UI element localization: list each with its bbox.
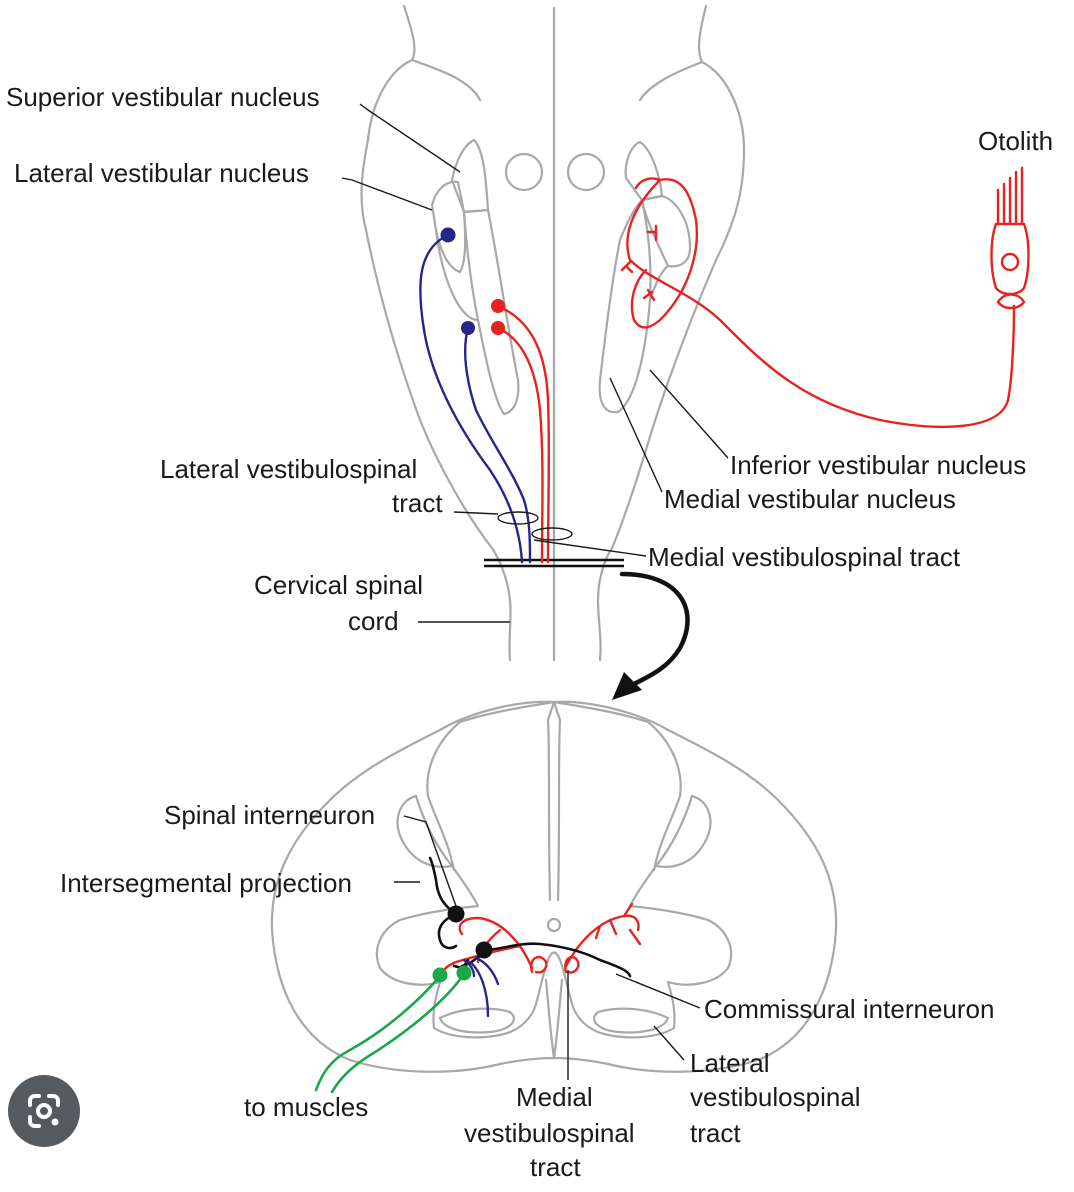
label-superior-vestibular-nucleus: Superior vestibular nucleus — [6, 82, 320, 112]
label-commissural-interneuron: Commissural interneuron — [704, 994, 994, 1024]
label-medial-vestibular-nucleus: Medial vestibular nucleus — [664, 484, 956, 514]
section-arrow — [612, 571, 690, 700]
label-spinal-interneuron: Spinal interneuron — [164, 800, 375, 830]
leader-lines — [341, 103, 729, 1080]
label-inferior-vestibular-nucleus: Inferior vestibular nucleus — [730, 450, 1026, 480]
commissural-interneuron-cell-body — [475, 941, 493, 959]
label-to-muscles: to muscles — [244, 1092, 368, 1122]
motor-neuron-cell-body — [432, 967, 448, 983]
lens-search-button[interactable] — [8, 1075, 80, 1147]
label-bottom-medial-2: vestibulospinal — [464, 1118, 635, 1148]
label-bottom-medial-3: tract — [530, 1152, 581, 1182]
lateral-nucleus-cell-body — [461, 321, 475, 335]
label-otolith: Otolith — [978, 126, 1053, 156]
medial-nucleus-cell-body — [491, 299, 505, 313]
label-lateral-vestibulospinal-tract-2: tract — [392, 488, 443, 518]
label-lateral-vestibular-nucleus: Lateral vestibular nucleus — [14, 158, 309, 188]
lateral-tract-neurons — [419, 227, 532, 564]
label-cervical-spinal-cord-1: Cervical spinal — [254, 570, 423, 600]
medial-nucleus-cell-body — [491, 321, 505, 335]
label-medial-vestibulospinal-tract: Medial vestibulospinal tract — [648, 542, 961, 572]
medial-tract-neurons — [491, 299, 551, 564]
label-cervical-spinal-cord-2: cord — [348, 606, 399, 636]
label-lateral-vestibulospinal-tract-1: Lateral vestibulospinal — [160, 454, 417, 484]
spinal-cord-cross-section — [270, 700, 838, 1073]
spinal-interneuron-cell-body — [447, 905, 465, 923]
lateral-tract-terminals — [462, 956, 500, 1018]
camera-lens-icon — [28, 1094, 60, 1128]
label-bottom-lateral-3: tract — [690, 1118, 741, 1148]
motor-neuron-cell-body — [456, 965, 472, 981]
labels: Superior vestibular nucleus Lateral vest… — [6, 82, 1053, 1182]
section-cut-marks — [484, 558, 624, 568]
lateral-nucleus-cell-body — [440, 227, 456, 243]
lateral-tract-marker — [497, 511, 539, 525]
medial-tract-marker — [531, 527, 573, 541]
label-bottom-lateral-2: vestibulospinal — [690, 1082, 861, 1112]
label-intersegmental-projection: Intersegmental projection — [60, 868, 352, 898]
otolith-afferent — [620, 166, 1030, 429]
motor-neurons — [314, 965, 472, 1094]
label-bottom-lateral-1: Lateral — [690, 1048, 770, 1078]
label-bottom-medial-1: Medial — [516, 1082, 593, 1112]
